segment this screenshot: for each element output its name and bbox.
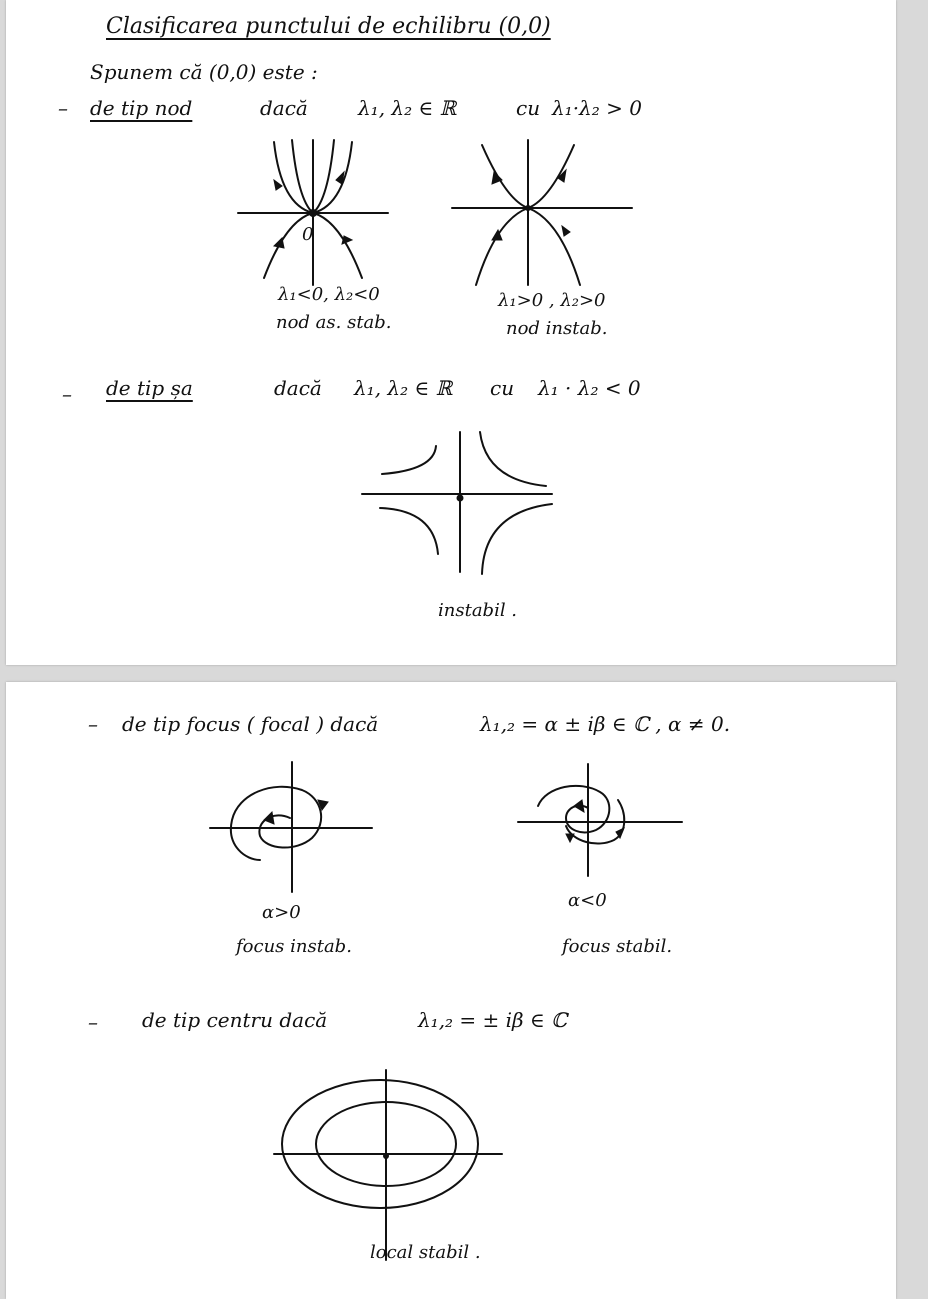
saddle-diagram <box>361 431 553 575</box>
node-cu: cu <box>516 96 541 120</box>
bullet-dash: – <box>88 1010 98 1034</box>
notes-page-2: – de tip focus ( focal ) dacă λ₁,₂ = α ±… <box>6 682 896 1299</box>
unstable-node-eigenvalues: λ₁>0 , λ₂>0 <box>498 290 606 311</box>
stable-focus-description: focus stabil. <box>562 936 673 957</box>
node-cond-prefix: dacă <box>260 96 308 120</box>
saddle-description: instabil . <box>438 600 518 621</box>
unstable-focus-description: focus instab. <box>236 936 352 957</box>
focus-condition: λ₁,₂ = α ± iβ ∈ ℂ , α ≠ 0. <box>480 712 731 736</box>
notes-page-1: Clasificarea punctului de echilibru (0,0… <box>6 0 896 665</box>
saddle-condition-product: λ₁ · λ₂ < 0 <box>538 376 641 400</box>
intro-text: Spunem că (0,0) este : <box>90 60 318 84</box>
stable-node-eigenvalues: λ₁<0, λ₂<0 <box>278 284 380 305</box>
node-phase-portraits <box>237 139 633 575</box>
center-diagram <box>273 1069 503 1261</box>
stable-node-diagram <box>237 139 389 286</box>
bullet-dash: – <box>62 382 72 406</box>
unstable-node-description: nod instab. <box>506 318 608 339</box>
saddle-label: de tip șa <box>106 376 193 400</box>
saddle-cu: cu <box>490 376 515 400</box>
unstable-focus-diagram <box>209 761 373 893</box>
unstable-focus-condition: α>0 <box>262 902 301 923</box>
center-description: local stabil . <box>370 1242 481 1263</box>
focus-center-portraits <box>209 761 683 1261</box>
page-title: Clasificarea punctului de echilibru (0,0… <box>106 14 551 39</box>
bullet-dash: – <box>58 96 68 120</box>
node-condition-product: λ₁·λ₂ > 0 <box>552 96 642 120</box>
stable-focus-condition: α<0 <box>568 890 607 911</box>
saddle-cond-prefix: dacă <box>274 376 322 400</box>
center-condition: λ₁,₂ = ± iβ ∈ ℂ <box>418 1008 568 1032</box>
center-label: de tip centru dacă <box>142 1008 328 1032</box>
stable-focus-diagram <box>517 763 683 877</box>
bullet-dash: – <box>88 712 98 736</box>
node-condition: λ₁, λ₂ ∈ ℝ <box>358 96 457 120</box>
unstable-node-diagram <box>451 139 633 286</box>
node-label: de tip nod <box>90 96 193 120</box>
saddle-condition: λ₁, λ₂ ∈ ℝ <box>354 376 453 400</box>
stable-node-description: nod as. stab. <box>276 312 392 333</box>
origin-label: 0 <box>302 224 314 245</box>
focus-label: de tip focus ( focal ) dacă <box>122 712 379 736</box>
